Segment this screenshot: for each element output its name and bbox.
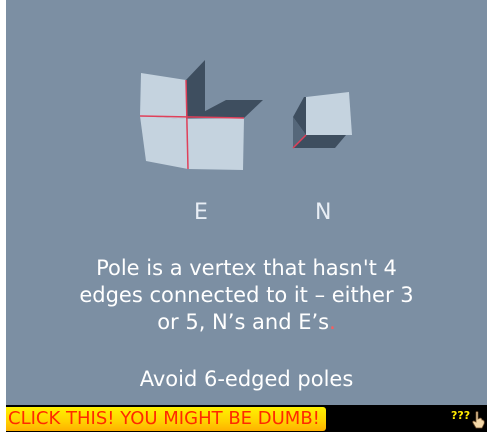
- label-n: N: [315, 200, 331, 225]
- description-line-3: or 5, N’s and E’s.: [6, 309, 487, 336]
- ad-banner: CLICK THIS! YOU MIGHT BE DUMB! ???: [6, 405, 487, 432]
- label-e: E: [194, 200, 208, 225]
- help-label: ???: [451, 409, 470, 422]
- description-line-2: edges connected to it – either 3: [6, 282, 487, 309]
- e-pole-geometry: [140, 60, 263, 170]
- n-face: [306, 92, 352, 135]
- slide-panel: E N Pole is a vertex that hasn't 4 edges…: [6, 0, 487, 405]
- pointing-hand-icon: [471, 411, 485, 429]
- e-face-top-left: [140, 73, 186, 119]
- e-upright-side: [186, 60, 205, 118]
- pole-description: Pole is a vertex that hasn't 4 edges con…: [6, 255, 487, 336]
- help-button[interactable]: ???: [451, 407, 485, 431]
- n-pole-geometry: [293, 92, 352, 148]
- poles-illustration: [6, 0, 487, 240]
- description-period: .: [329, 310, 336, 334]
- e-face-bottom-right: [186, 118, 244, 170]
- avoid-note: Avoid 6-edged poles: [6, 367, 487, 391]
- e-face-bottom-left: [140, 116, 188, 169]
- banner-link[interactable]: CLICK THIS! YOU MIGHT BE DUMB!: [6, 407, 326, 431]
- description-line-3-text: or 5, N’s and E’s: [157, 310, 329, 334]
- description-line-1: Pole is a vertex that hasn't 4: [6, 255, 487, 282]
